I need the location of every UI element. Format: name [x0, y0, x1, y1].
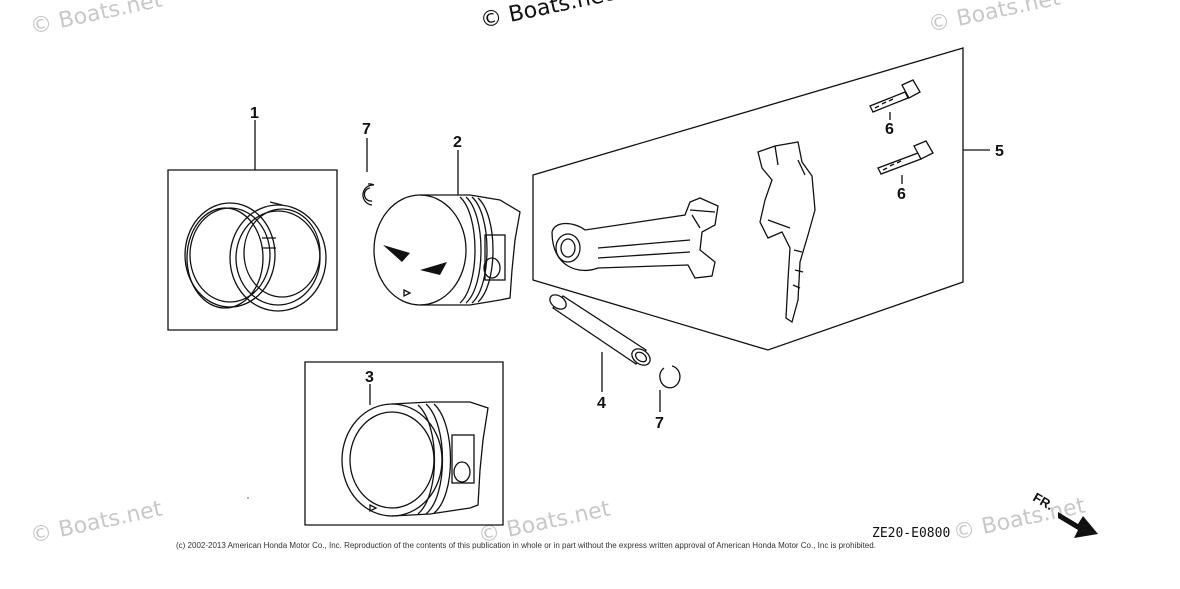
callout-2: 2 [453, 134, 462, 151]
connecting-rod-set[interactable] [532, 47, 964, 351]
callout-7-upper: 7 [362, 121, 371, 138]
piston-crown-mark-left [383, 245, 410, 262]
callout-4: 4 [597, 395, 606, 412]
rod-bolt-upper[interactable] [869, 79, 921, 113]
diagram-code: ZE20-E0800 [872, 526, 950, 541]
rod-bolt-lower[interactable] [877, 140, 934, 175]
piston-pin[interactable] [547, 292, 653, 369]
watermark-top-left: © Boats.net [28, 0, 165, 40]
callout-1: 1 [250, 105, 259, 122]
callout-7-lower: 7 [655, 415, 664, 432]
copyright-notice: (c) 2002-2013 American Honda Motor Co., … [176, 541, 876, 550]
callout-5: 5 [995, 143, 1004, 160]
piston[interactable] [373, 194, 521, 306]
piston-pin-clip-lower[interactable] [659, 365, 681, 389]
callout-6-upper: 6 [885, 121, 894, 138]
callout-6-lower: 6 [897, 186, 906, 203]
watermark-top-center: © Boats.net [478, 0, 615, 34]
piston-crown-mark-right [420, 262, 447, 275]
stray-dot [247, 497, 249, 499]
piston-oversize[interactable] [304, 361, 504, 526]
watermark-bottom-left: © Boats.net [28, 496, 165, 548]
piston-pin-clip-upper[interactable] [362, 183, 375, 206]
piston-ring-set[interactable] [167, 169, 338, 331]
watermark-top-right: © Boats.net [926, 0, 1063, 38]
callout-3: 3 [365, 369, 374, 386]
